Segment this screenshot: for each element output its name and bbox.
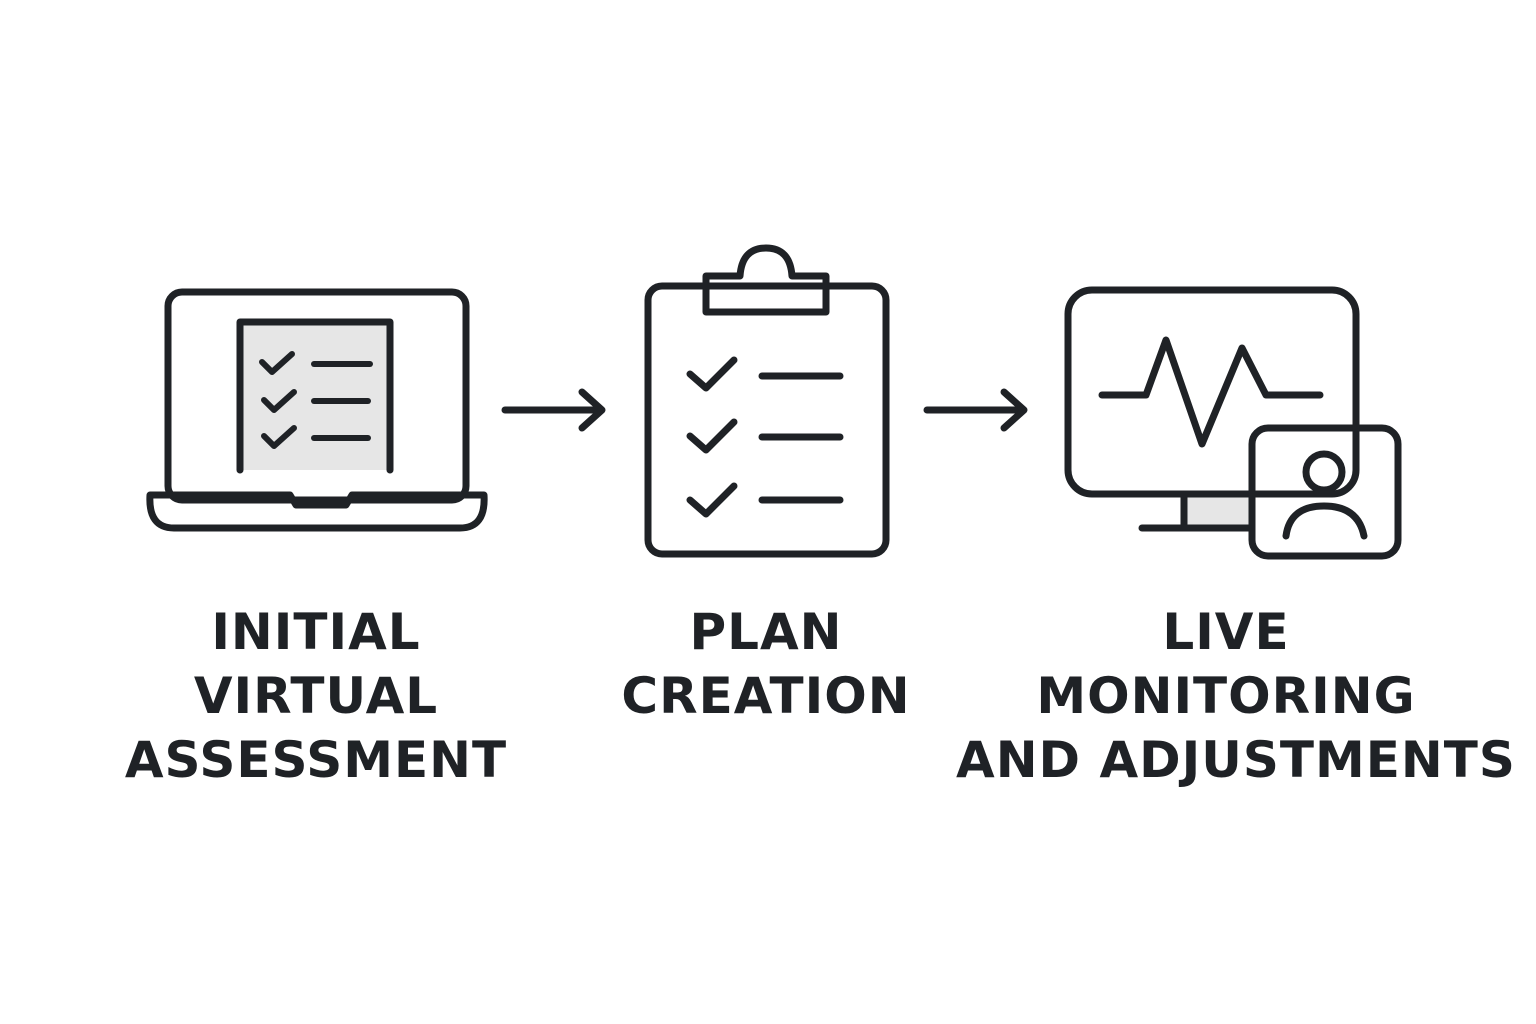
- step-label-initial-virtual-assessment: INITIAL VIRTUAL ASSESSMENT: [116, 600, 516, 792]
- clipboard-checklist-icon: [644, 244, 890, 558]
- heartbeat-line-icon: [1098, 336, 1324, 448]
- clipboard-clip: [702, 244, 830, 316]
- label-line: PLAN: [689, 603, 843, 661]
- laptop-document: [240, 322, 390, 470]
- user-head-icon: [1302, 450, 1346, 494]
- check-icon: [686, 418, 738, 454]
- step-label-plan-creation: PLAN CREATION: [566, 600, 966, 728]
- label-line: MONITORING: [1036, 667, 1416, 725]
- laptop-base: [146, 491, 488, 532]
- user-badge: [1248, 424, 1402, 560]
- label-line: CREATION: [621, 667, 911, 725]
- check-icon: [261, 425, 297, 449]
- laptop-document-outline: [236, 318, 394, 474]
- label-line: INITIAL: [211, 603, 421, 661]
- label-line: ASSESSMENT: [124, 731, 508, 789]
- label-line: LIVE: [1162, 603, 1290, 661]
- arrow-right-icon: [501, 388, 606, 432]
- monitor-heartbeat-user-icon: [1064, 286, 1402, 560]
- step-label-live-monitoring: LIVE MONITORING AND ADJUSTMENTS: [956, 600, 1516, 792]
- check-icon: [261, 389, 297, 413]
- check-icon: [686, 356, 738, 392]
- monitor-neck: [1184, 494, 1254, 526]
- label-line: VIRTUAL: [193, 667, 439, 725]
- monitor-screen: [1064, 286, 1360, 498]
- user-shoulders-icon: [1282, 502, 1368, 540]
- check-icon: [259, 351, 295, 375]
- laptop-screen: [164, 288, 470, 504]
- clipboard-board: [644, 282, 890, 558]
- label-line: AND ADJUSTMENTS: [956, 731, 1516, 789]
- laptop-checklist-icon: [146, 288, 488, 532]
- check-icon: [686, 482, 738, 518]
- arrow-right-icon: [923, 388, 1028, 432]
